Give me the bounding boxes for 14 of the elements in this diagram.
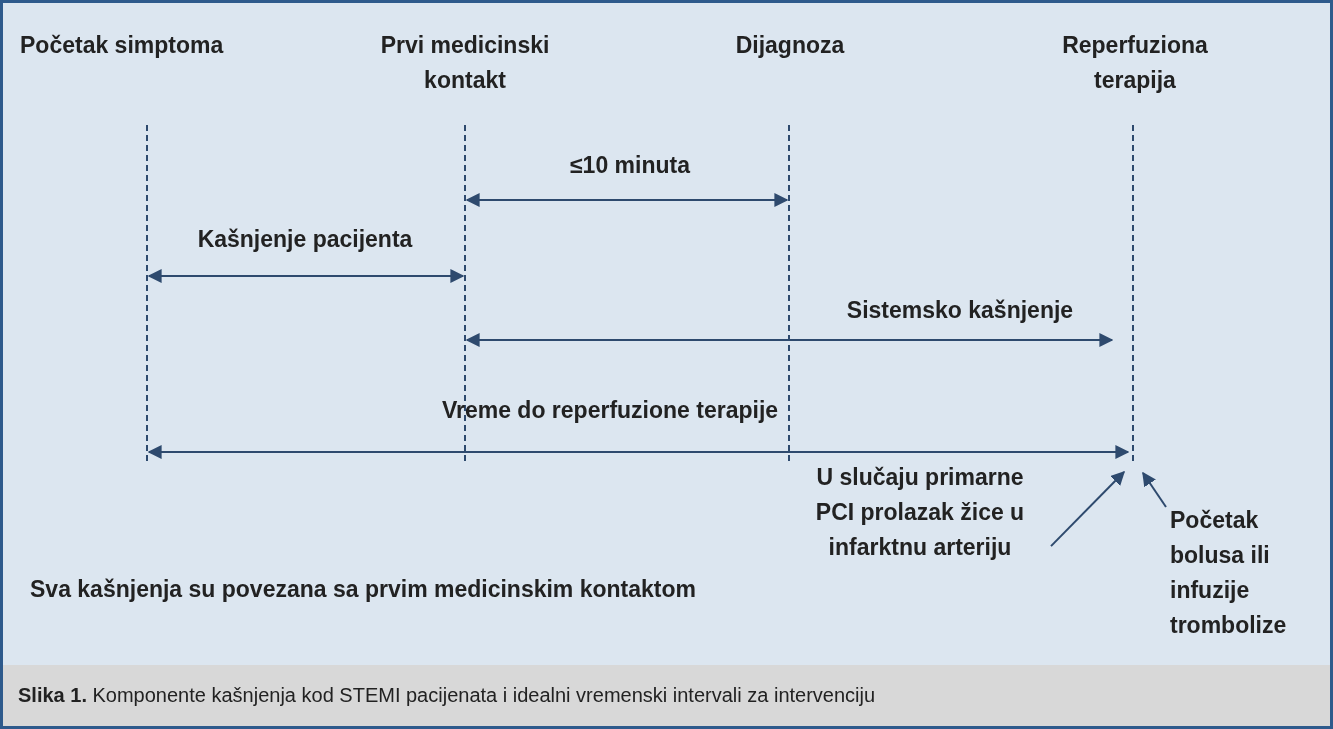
milestone-label: Reperfuziona terapija [1061, 31, 1209, 95]
interval-label: Sistemsko kašnjenje [845, 296, 1075, 325]
annotation-text: U slučaju primarne PCI prolazak žice u infarktnu arteriju [795, 460, 1045, 565]
milestone-label: Početak simptoma [20, 31, 224, 60]
interval-label: Vreme do reperfuzione terapije [440, 396, 780, 425]
note-text: Sva kašnjenja su povezana sa prvim medicinskim kontaktom [30, 575, 696, 604]
interval-label: Kašnjenje pacijenta [196, 225, 414, 254]
annotation-text: Početak bolusa ili infuzije trombolize [1170, 503, 1330, 643]
leader-line [1050, 471, 1125, 548]
milestone-label: Dijagnoza [734, 31, 846, 60]
milestone-label: Prvi medicinski kontakt [379, 31, 551, 95]
interval-label: ≤10 minuta [569, 151, 692, 180]
leader-line [1142, 471, 1167, 508]
caption: Slika 1. Komponente kašnjenja kod STEMI pacijenata i idealni vremenski intervali za intervenciju [18, 683, 876, 708]
